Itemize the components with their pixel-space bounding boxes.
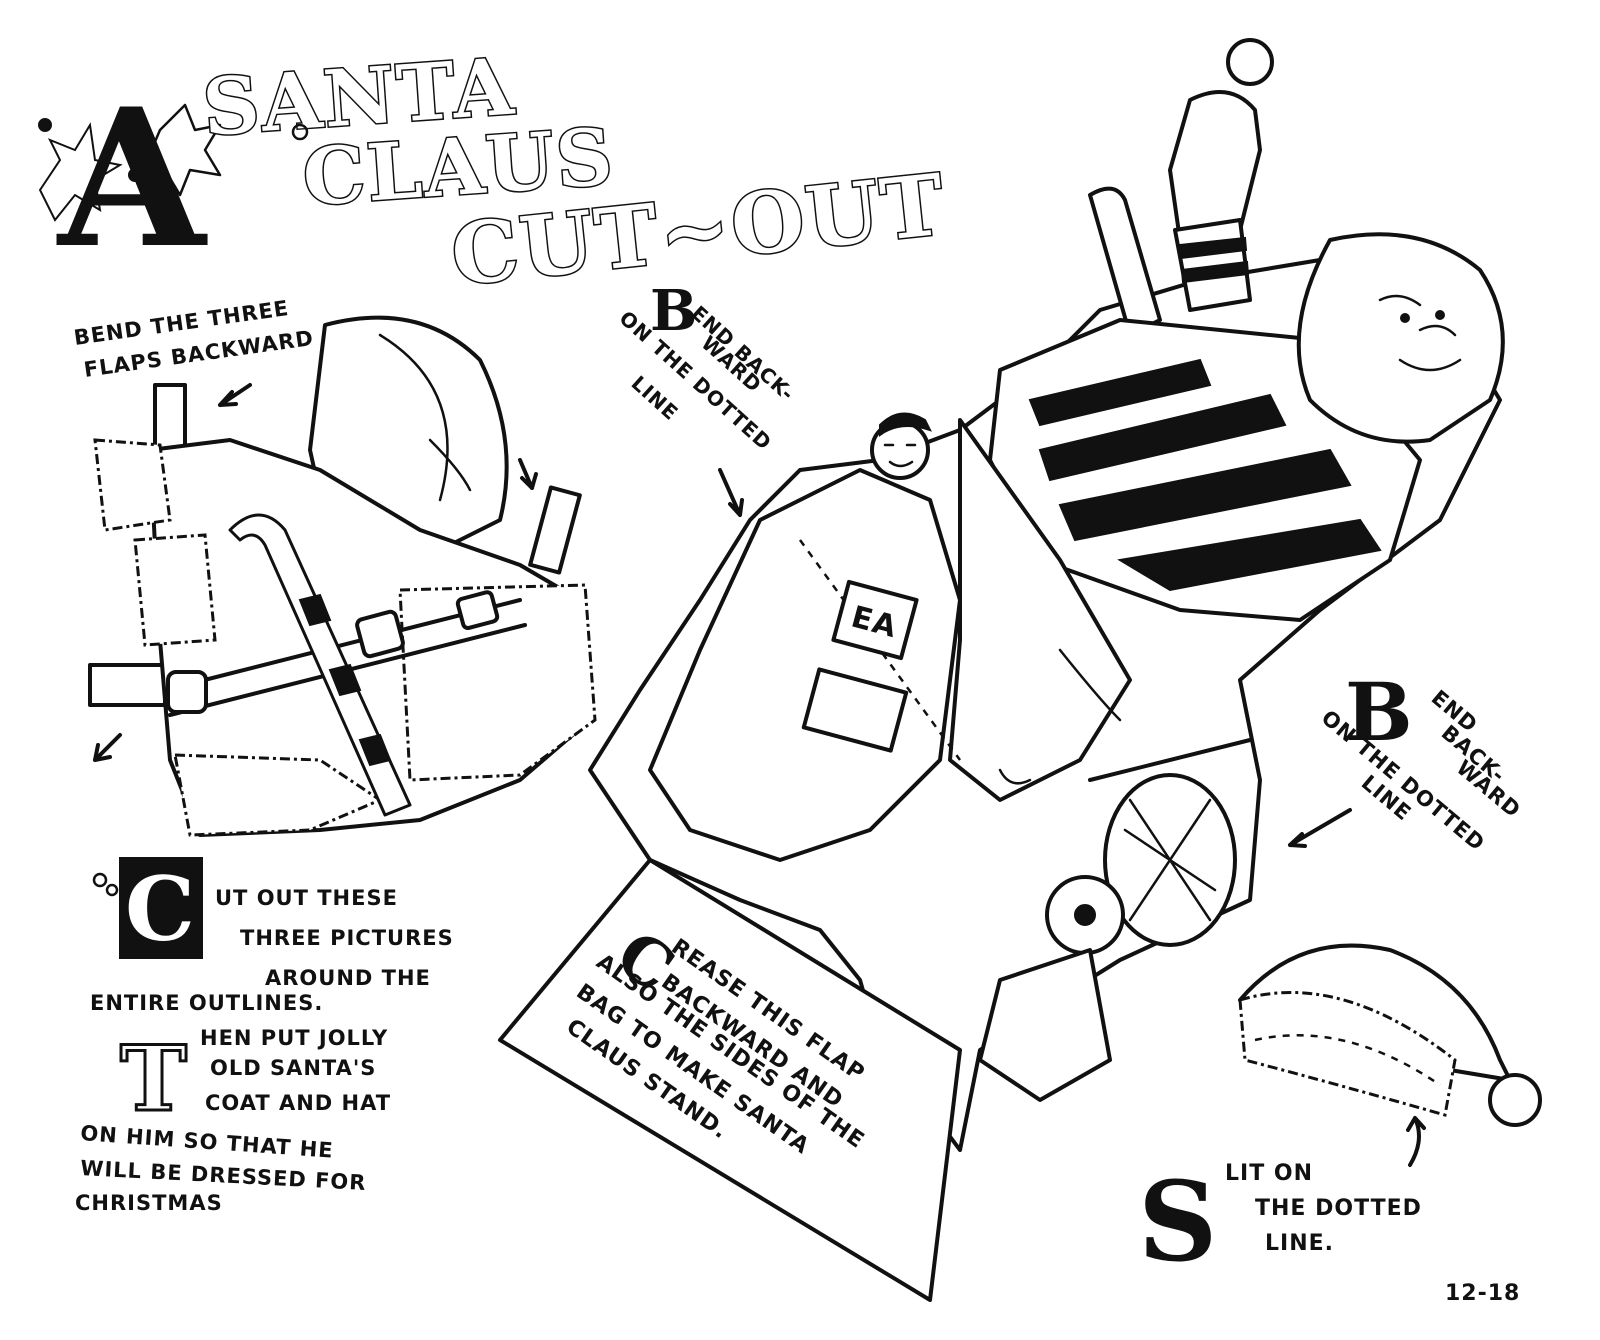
then-line4: ON HIM SO THAT HE [80,1121,335,1163]
title-initial-a: A [56,67,208,290]
then-line1: HEN PUT JOLLY [200,1026,388,1050]
arrow-icon [1406,1116,1426,1167]
slit-line1: LIT ON [1225,1161,1313,1186]
slit-line2: THE DOTTED [1255,1196,1422,1221]
arrow-icon [518,458,538,490]
slit-instruction: S LIT ON THE DOTTED LINE. [1138,1157,1422,1286]
bend-top-initial: B [650,278,697,344]
then-line6: CHRISTMAS [75,1191,223,1215]
title-line-santa: SANTA [200,41,518,154]
bend-top-line4: LINE [627,371,684,425]
then-initial: T [120,1026,187,1132]
cut-out-instruction: C UT OUT THESE THREE PICTURES AROUND THE… [75,857,454,1215]
santa-coat-cutout: BEND THE THREE FLAPS BACKWARD [72,296,597,837]
then-line3: COAT AND HAT [205,1091,391,1115]
then-line2: OLD SANTA'S [210,1056,376,1080]
arrow-icon [93,733,122,762]
cut-line4: ENTIRE OUTLINES. [90,991,323,1015]
cut-line1: UT OUT THESE [215,886,398,910]
title-block: A SANTA CLAUS CUT~OUT [38,40,952,306]
santa-hat-cutout [1238,943,1542,1167]
slit-line3: LINE. [1265,1231,1334,1256]
title-line-claus: CLAUS [300,111,617,224]
arrow-icon [718,468,744,517]
santa-figure-cutout: B END BACK- WARD ON THE DOTTED LINE [498,38,1505,1302]
bend-right-initial: B [1345,665,1413,759]
date-code: 12-18 [1445,1281,1520,1306]
arrow-icon [1288,808,1352,848]
cut-initial: C [125,857,195,961]
bend-right-instruction: B END BACK- WARD ON THE DOTTED LINE [1288,665,1525,856]
cut-line2: THREE PICTURES [240,926,454,950]
slit-initial: S [1138,1157,1217,1286]
holly-decoration [38,103,222,222]
arrow-icon [218,383,252,407]
cut-line3: AROUND THE [265,966,431,990]
